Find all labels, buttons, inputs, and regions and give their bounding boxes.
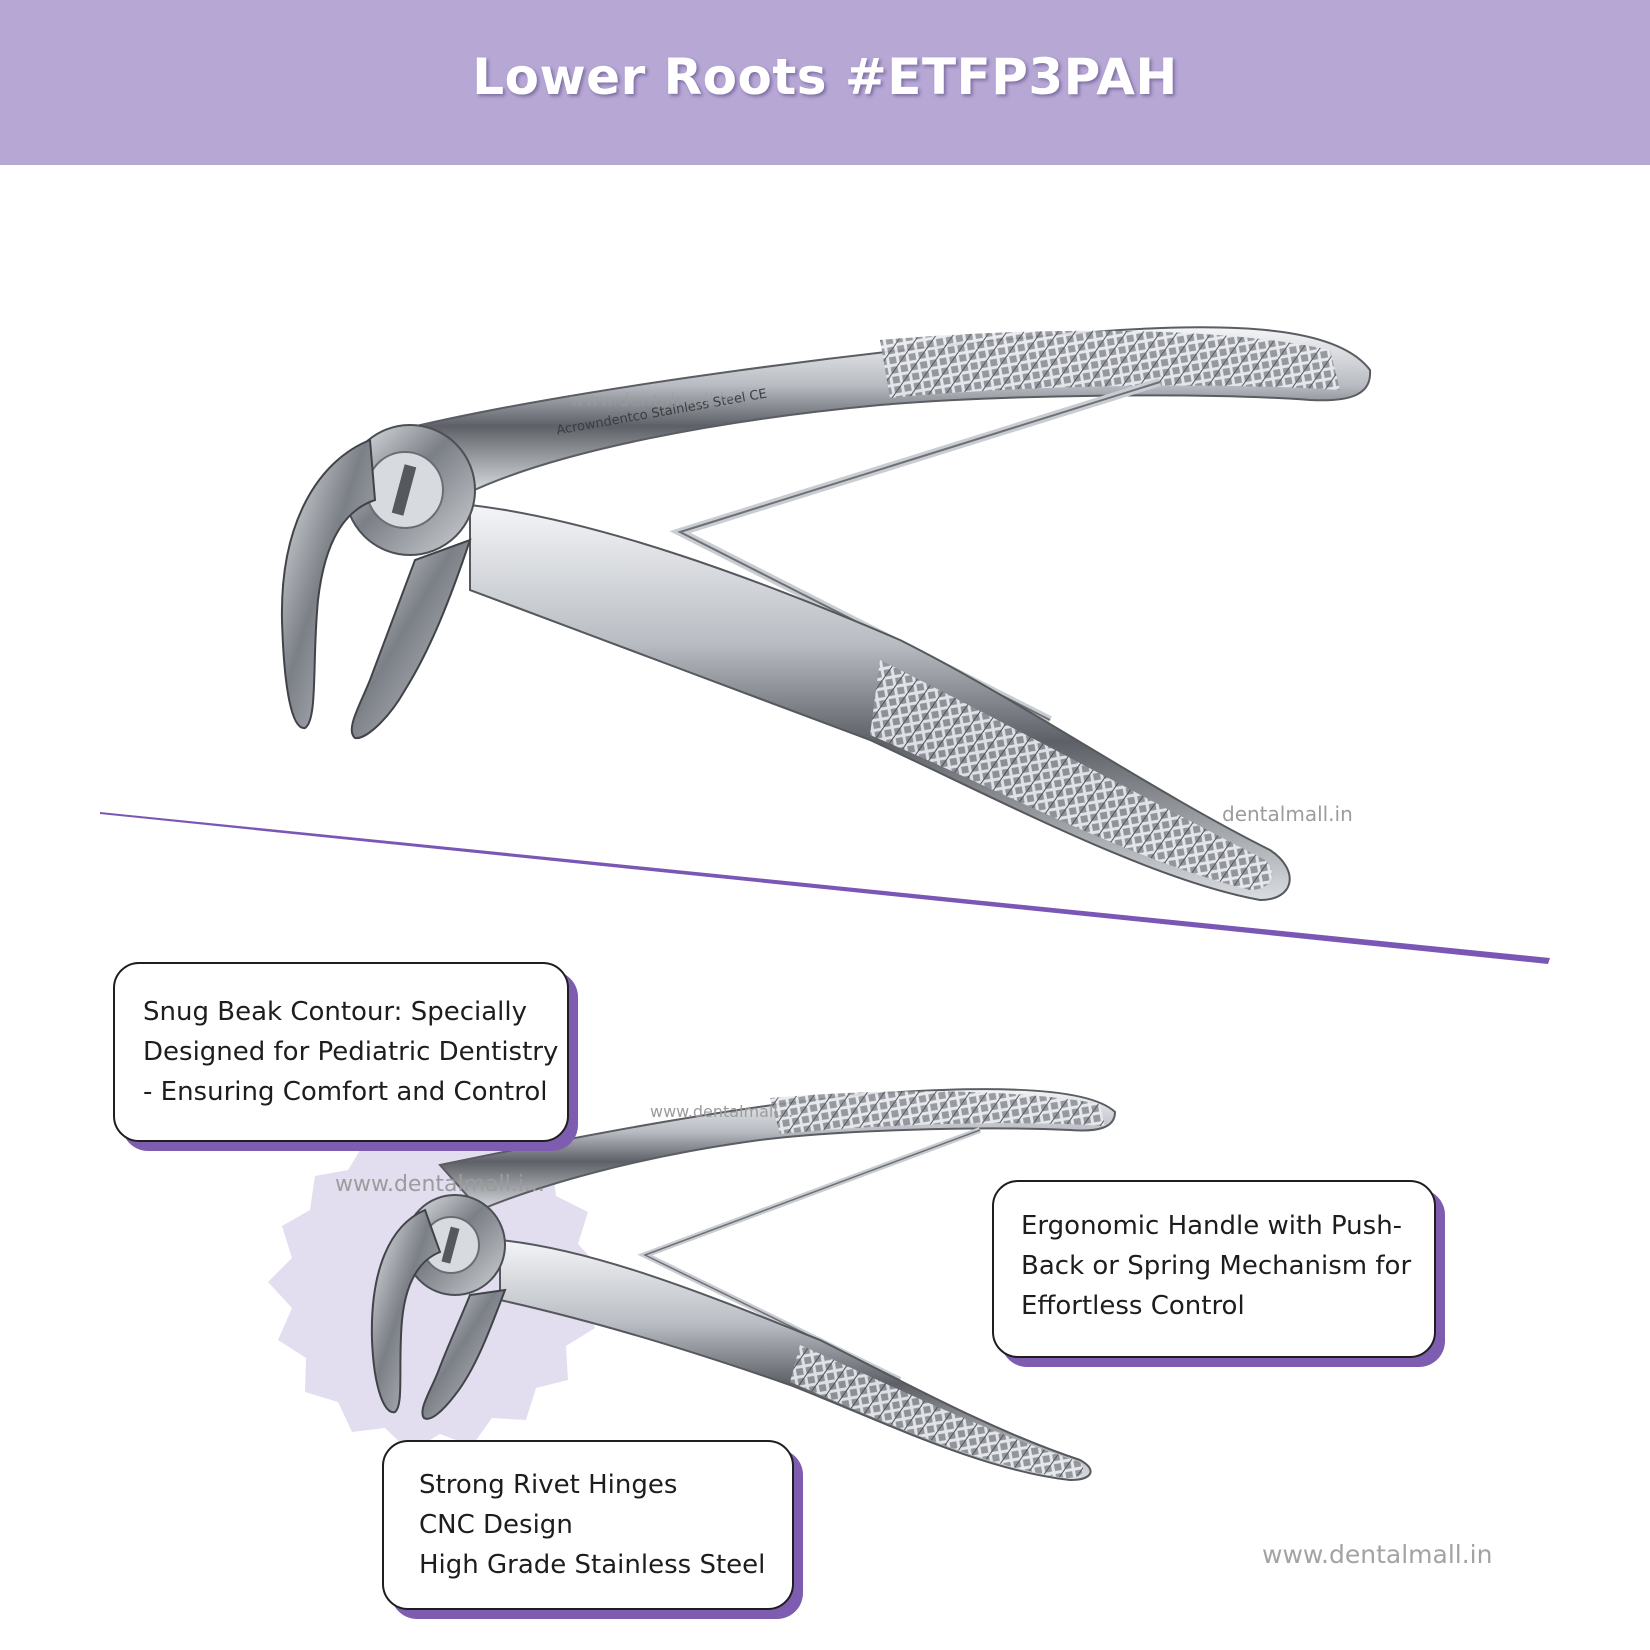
watermark-mid-right: dentalmall.in [1222, 802, 1353, 826]
feature-line: Strong Rivet Hinges [419, 1470, 678, 1500]
forceps-small-image [370, 1088, 1117, 1482]
image-watermark: www.dentalmall.in [570, 390, 736, 411]
feature-card-hinge [382, 1440, 794, 1610]
feature-line: - Ensuring Comfort and Control [143, 1077, 548, 1107]
feature-text-beak: Snug Beak Contour: Specially Designed fo… [143, 992, 558, 1112]
feature-line: Designed for Pediatric Dentistry [143, 1037, 559, 1067]
accent-divider-line [100, 812, 1550, 964]
feature-card-handle [992, 1180, 1436, 1358]
header-banner [0, 0, 1650, 165]
feature-text-handle: Ergonomic Handle with Push- Back or Spri… [1021, 1206, 1411, 1326]
feature-card-beak [113, 962, 569, 1142]
feature-line: Snug Beak Contour: Specially [143, 997, 527, 1027]
forceps-large-image [280, 326, 1372, 902]
watermark-badge: www.dentalmall.i... [335, 1172, 545, 1197]
feature-line: Back or Spring Mechanism for [1021, 1251, 1412, 1281]
feature-line: Effortless Control [1021, 1291, 1245, 1321]
feature-line: CNC Design [419, 1510, 573, 1540]
feature-text-hinge: Strong Rivet Hinges CNC Design High Grad… [419, 1465, 765, 1585]
watermark-small-top: www.dentalmall... [650, 1102, 794, 1121]
feature-line: High Grade Stainless Steel [419, 1550, 766, 1580]
watermark-bottom-right: www.dentalmall.in [1262, 1540, 1493, 1569]
page-title: Lower Roots #ETFP3PAH [472, 48, 1178, 106]
feature-line: Ergonomic Handle with Push- [1021, 1211, 1403, 1241]
